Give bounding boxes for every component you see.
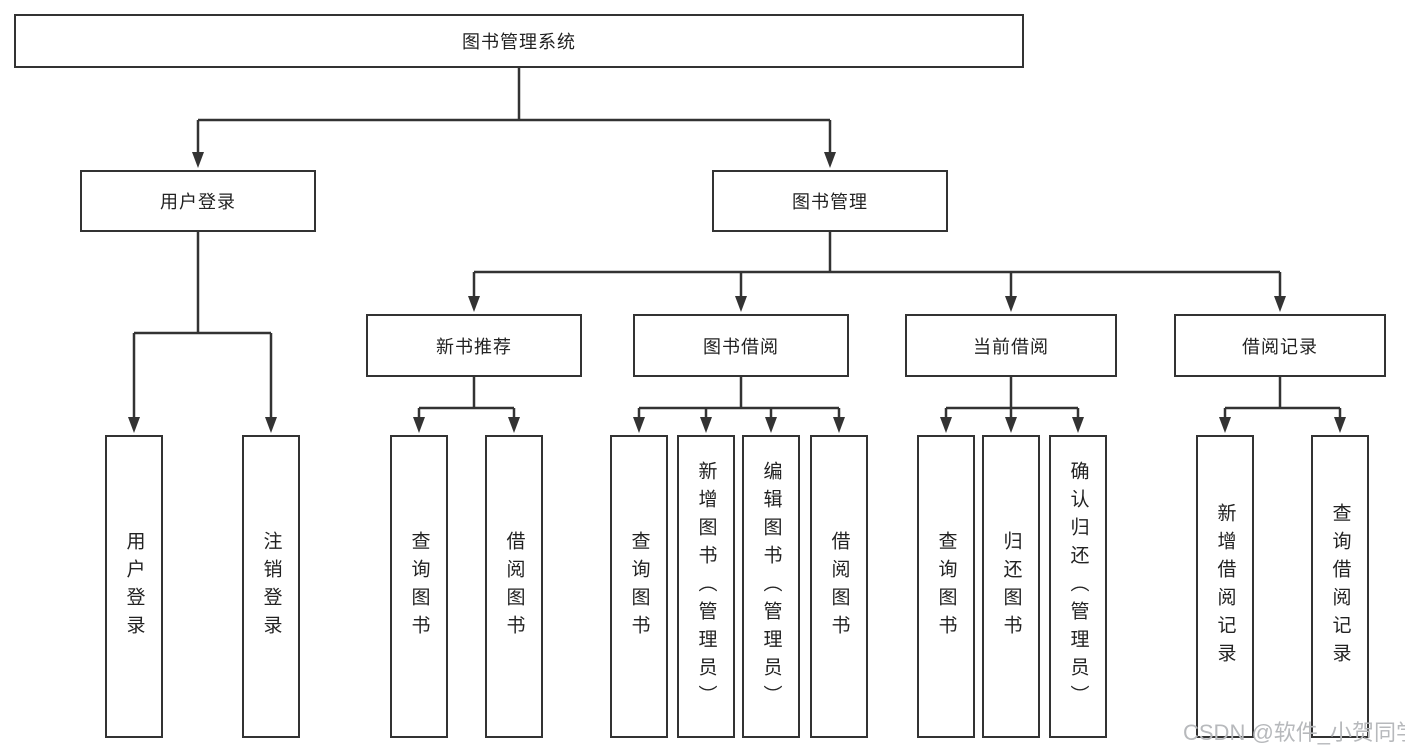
leaf-borrowing-add-books-admin: 新增图书（管理员） [677,435,735,738]
leaf-current-confirm-return-admin: 确认归还（管理员） [1049,435,1107,738]
leaf-current-query-books: 查询图书 [917,435,975,738]
leaf-borrowing-query-books: 查询图书 [610,435,668,738]
node-new-book-recommend: 新书推荐 [366,314,582,377]
leaf-records-add-record: 新增借阅记录 [1196,435,1254,738]
node-user-login: 用户登录 [80,170,316,232]
leaf-recommend-borrow-books: 借阅图书 [485,435,543,738]
node-book-management: 图书管理 [712,170,948,232]
leaf-borrowing-edit-books-admin: 编辑图书（管理员） [742,435,800,738]
node-book-borrowing: 图书借阅 [633,314,849,377]
node-current-borrowing: 当前借阅 [905,314,1117,377]
leaf-recommend-query-books: 查询图书 [390,435,448,738]
leaf-current-return-books: 归还图书 [982,435,1040,738]
node-library-management-system: 图书管理系统 [14,14,1024,68]
leaf-logout: 注销登录 [242,435,300,738]
connector-path [132,68,1342,420]
node-borrow-records: 借阅记录 [1174,314,1386,377]
csdn-watermark: CSDN @软件_小贺同学 [1183,720,1405,745]
leaf-borrowing-borrow-books: 借阅图书 [810,435,868,738]
leaf-records-query-record: 查询借阅记录 [1311,435,1369,738]
leaf-user-login: 用户登录 [105,435,163,738]
